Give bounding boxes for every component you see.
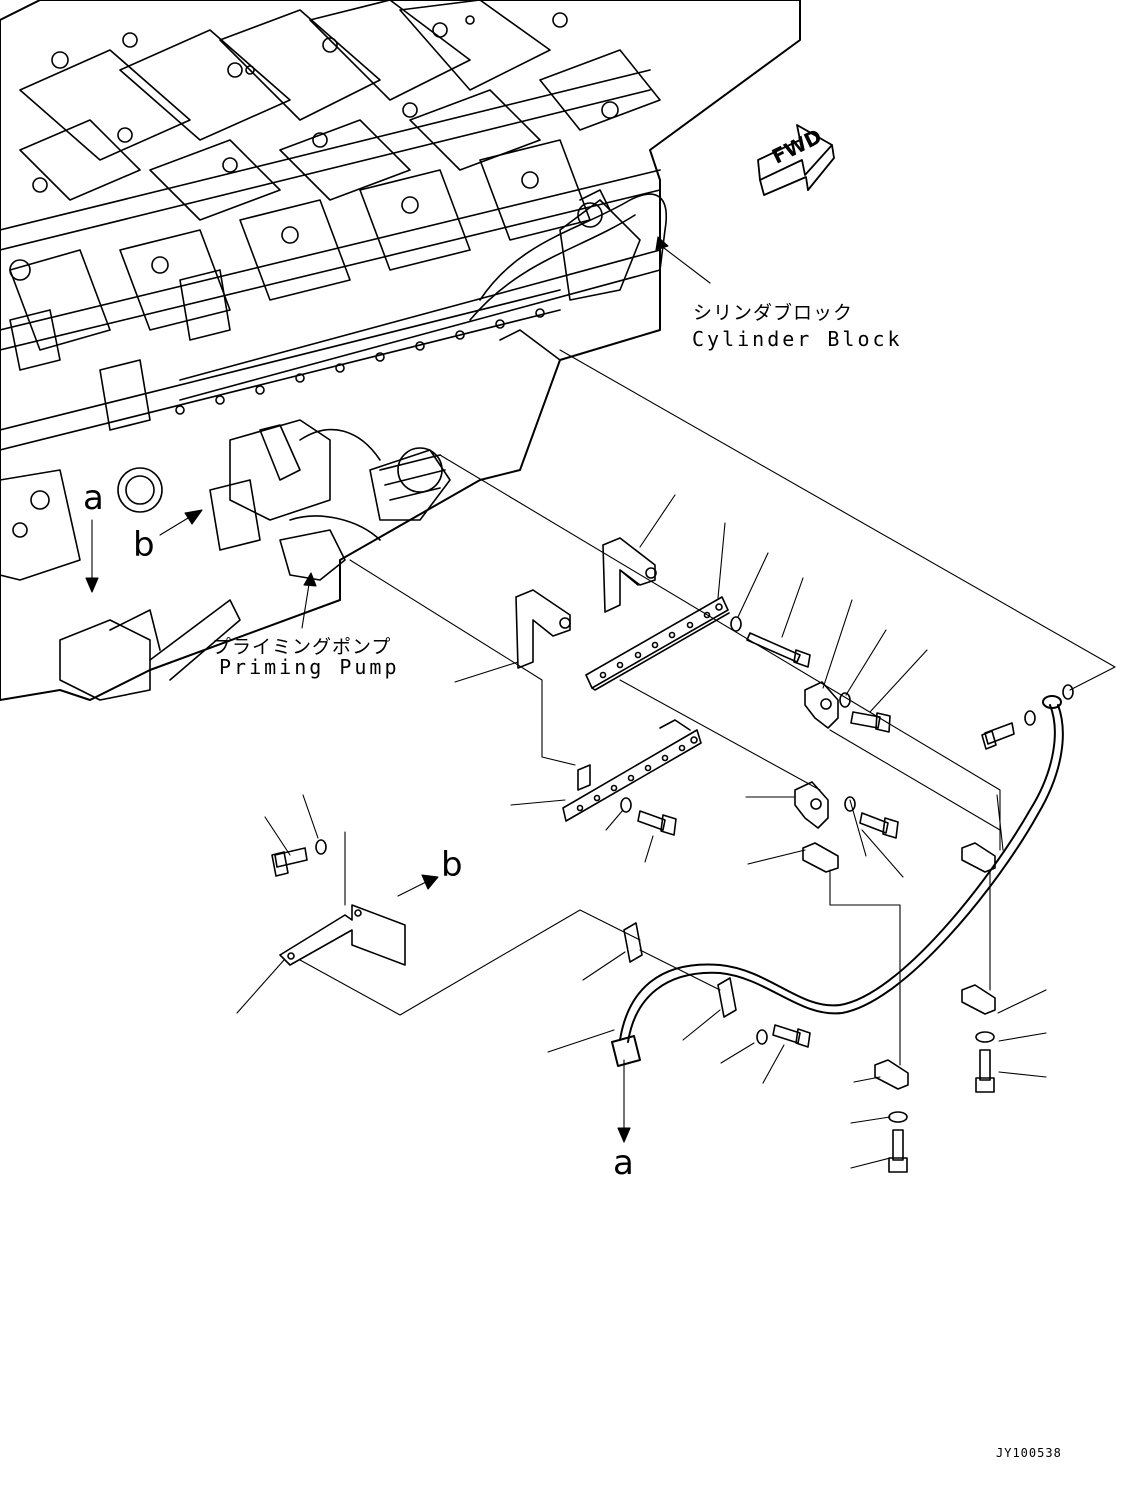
mounting-plate-upper — [585, 596, 730, 691]
fwd-direction-arrow — [757, 124, 835, 196]
ref-a-bottom-label: a — [613, 1143, 634, 1183]
priming-pump-label-en: Priming Pump — [219, 655, 400, 679]
cylinder-block-label-en: Cylinder Block — [692, 327, 903, 351]
drawing-code: JY100538 — [996, 1446, 1062, 1460]
mounting-plate-lower — [562, 719, 702, 822]
leader-lines — [85, 236, 1116, 1169]
washer-set — [315, 616, 1074, 1123]
l-bracket — [279, 904, 406, 966]
ref-b-left-label: b — [133, 525, 155, 565]
bolt-set — [271, 632, 1015, 1173]
fuel-pipe — [611, 695, 1064, 1067]
ref-a-top-label: a — [83, 478, 104, 518]
engine-block-drawing — [0, 0, 801, 701]
cylinder-block-label-jp: シリンダブロック — [693, 302, 854, 324]
ref-b-bracket-label: b — [441, 845, 463, 885]
clip-set — [623, 681, 996, 1090]
clamp-bracket-lower — [515, 589, 571, 669]
priming-pump-label-jp: プライミングポンプ — [212, 636, 392, 658]
clamp-bracket-upper — [602, 537, 657, 613]
